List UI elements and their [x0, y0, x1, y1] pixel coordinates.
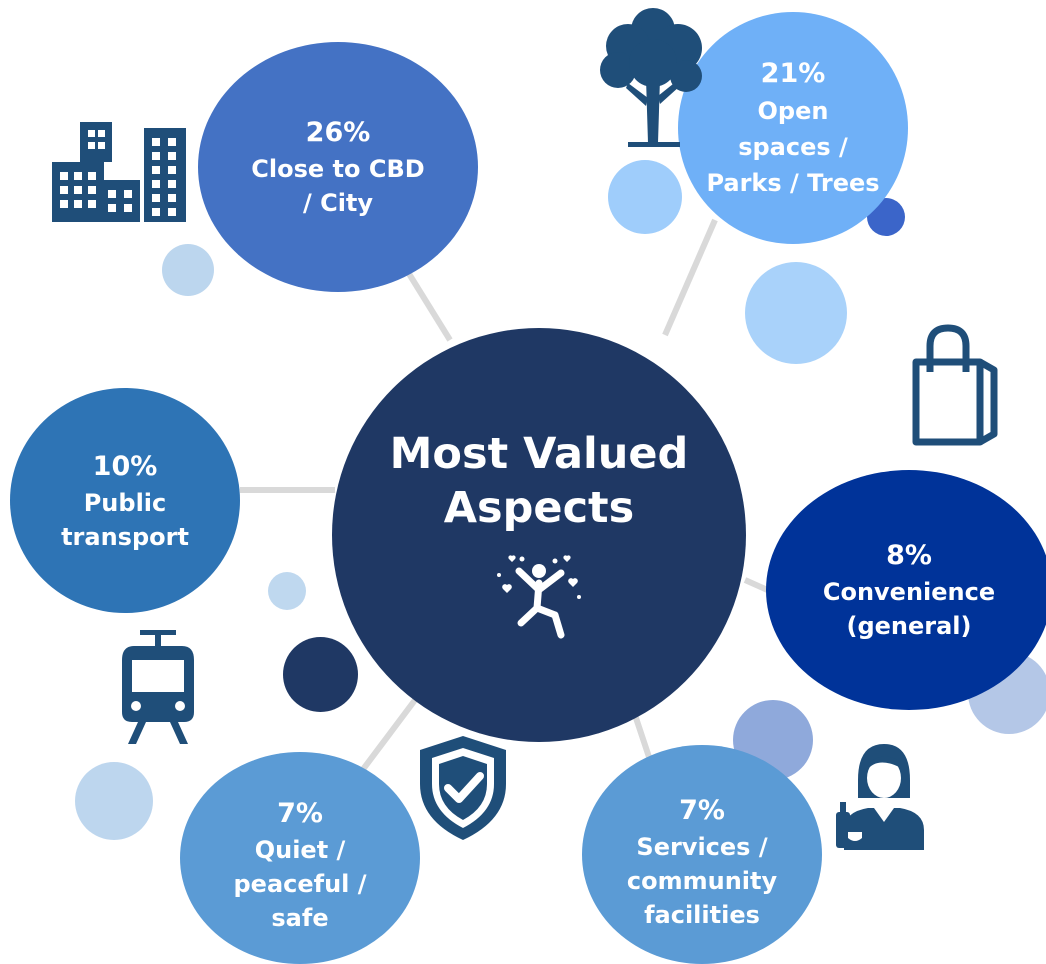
decor-dot: [162, 244, 214, 296]
percent-services: 7%: [679, 794, 725, 826]
bubble-transport: 10% Public transport: [10, 388, 240, 613]
bubble-city: 26% Close to CBD / City: [198, 42, 478, 292]
percent-convenience: 8%: [886, 540, 932, 571]
percent-parks: 21%: [760, 58, 826, 89]
decor-dot: [283, 637, 358, 712]
label-quiet: Quiet / peaceful / safe: [233, 836, 367, 932]
tree-icon: [600, 8, 702, 147]
waiter-icon: [836, 744, 924, 850]
label-transport: Public transport: [61, 488, 189, 551]
center-bubble: Most Valued Aspects: [332, 328, 746, 742]
percent-transport: 10%: [92, 450, 158, 482]
connector-parks: [662, 218, 718, 337]
decor-dot: [745, 262, 847, 364]
shield-check-icon: [420, 736, 506, 840]
bubble-services: 7% Services / community facilities: [582, 745, 822, 964]
label-services: Services / community facilities: [626, 832, 778, 929]
buildings-icon: [52, 122, 186, 222]
bubble-convenience: 8% Convenience (general): [766, 470, 1046, 710]
percent-city: 26%: [305, 117, 371, 148]
label-parks: Open spaces / Parks / Trees: [706, 97, 880, 197]
decor-dot: [75, 762, 153, 840]
center-title: Most Valued Aspects: [389, 429, 689, 533]
tram-icon: [122, 630, 194, 744]
percent-quiet: 7%: [277, 798, 323, 829]
decor-dot: [268, 572, 306, 610]
label-city: Close to CBD / City: [251, 155, 425, 217]
decor-dot: [608, 160, 682, 234]
celebrating-person-icon: [497, 555, 581, 639]
shopping-bag-icon: [912, 324, 998, 446]
label-convenience: Convenience (general): [822, 578, 996, 640]
bubble-parks: 21% Open spaces / Parks / Trees: [678, 12, 908, 244]
bubble-quiet: 7% Quiet / peaceful / safe: [180, 752, 420, 964]
